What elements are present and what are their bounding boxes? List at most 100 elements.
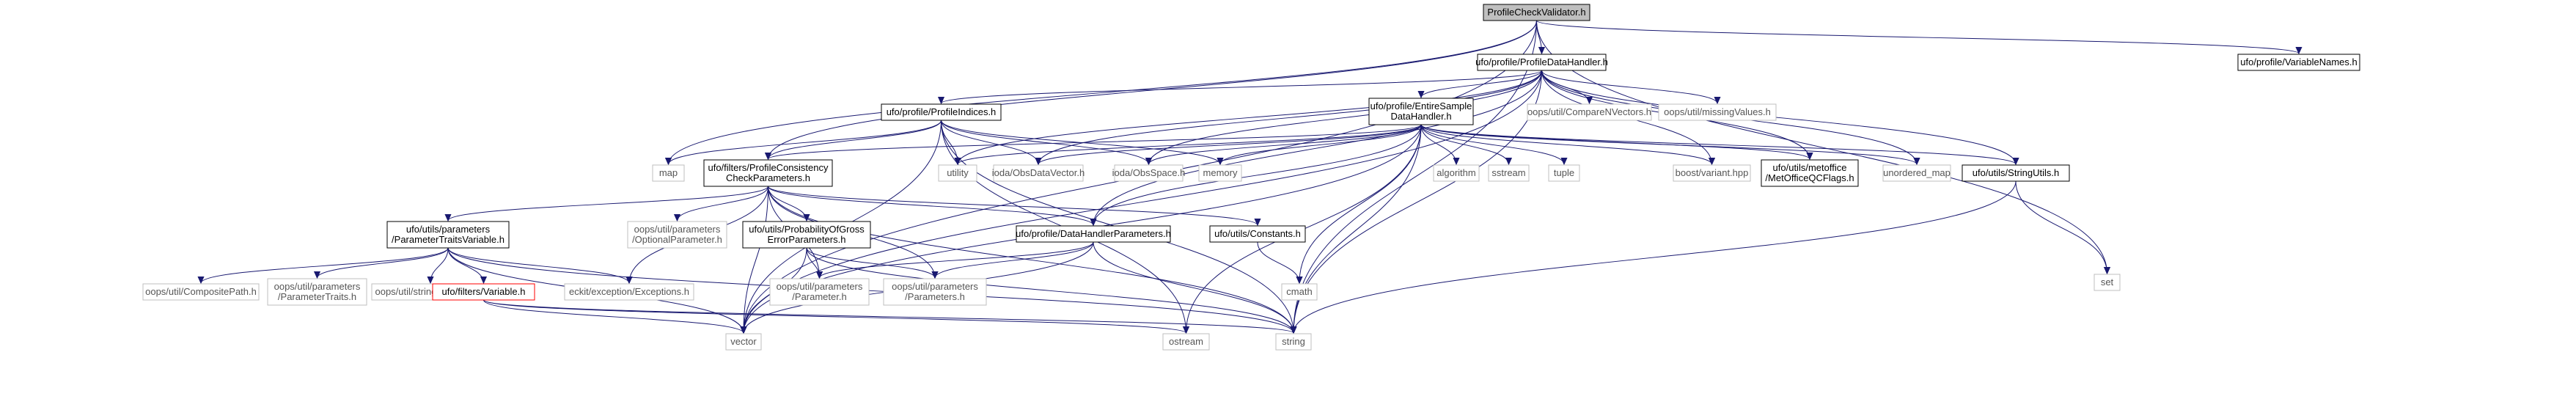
node-box-constants xyxy=(1209,225,1306,243)
edge-esdh-to-obsdatavector xyxy=(1038,124,1422,164)
node-label-root: ProfileCheckValidator.h xyxy=(1487,7,1585,18)
edge-pindices-to-obsspace xyxy=(941,120,1149,164)
node-ptv[interactable]: ufo/utils/parameters/ParameterTraitsVari… xyxy=(386,221,510,249)
node-box-variable xyxy=(432,283,535,301)
node-label-pccp: ufo/filters/ProfileConsistency xyxy=(708,162,829,173)
edge-pdh-to-missingVal xyxy=(1541,70,1718,103)
edge-esdh-to-algorithm xyxy=(1420,124,1456,164)
node-box-esdh xyxy=(1368,98,1474,125)
node-tuple: tuple xyxy=(1548,164,1580,182)
node-label-map: map xyxy=(659,167,678,178)
edge-root-to-set xyxy=(1536,20,2107,274)
node-label-parameters: oops/util/parameters xyxy=(892,281,978,292)
edge-esdh-to-unorderedmap xyxy=(1420,124,1917,164)
edge-pdh-to-stringutils xyxy=(1541,70,2017,164)
node-label-compositepath: oops/util/CompositePath.h xyxy=(145,286,257,297)
node-metoffice[interactable]: ufo/utils/metoffice/MetOfficeQCFlags.h xyxy=(1761,159,1859,187)
edge-variable-to-string xyxy=(483,299,1294,333)
node-string: string xyxy=(1275,333,1312,351)
node-box-pogep xyxy=(742,221,871,249)
node-pdh[interactable]: ufo/profile/ProfileDataHandler.h xyxy=(1475,54,1608,71)
node-box-cmath xyxy=(1281,283,1318,301)
node-box-compositepath xyxy=(142,283,260,301)
edge-ptv-to-paramtraits xyxy=(318,247,449,278)
edge-esdh-to-metoffice xyxy=(1420,124,1810,159)
node-box-pdh xyxy=(1477,54,1607,71)
node-box-varnames xyxy=(2237,54,2360,71)
node-pccp[interactable]: ufo/filters/ProfileConsistencyCheckParam… xyxy=(703,159,833,187)
edge-pccp-to-constants xyxy=(768,186,1258,225)
node-pindices[interactable]: ufo/profile/ProfileIndices.h xyxy=(881,103,1002,121)
edge-esdh-to-sstream xyxy=(1420,124,1509,164)
edge-pdhp-to-string xyxy=(1093,241,1293,333)
node-box-pdhp xyxy=(1016,225,1171,243)
node-box-tuple xyxy=(1548,164,1580,182)
node-box-obsdatavector xyxy=(993,164,1084,182)
node-stringutils[interactable]: ufo/utils/StringUtils.h xyxy=(1962,164,2070,182)
node-label-parameters: /Parameters.h xyxy=(905,291,965,302)
node-box-map xyxy=(652,164,685,182)
node-label-pdhp: ufo/profile/DataHandlerParameters.h xyxy=(1016,228,1171,239)
edge-ptv-to-stringfunctions xyxy=(430,247,449,283)
node-box-utility xyxy=(938,164,977,182)
node-box-parameters xyxy=(883,278,987,306)
node-layer: ProfileCheckValidator.h ufo/profile/Profi… xyxy=(142,4,2360,351)
node-root[interactable]: ProfileCheckValidator.h xyxy=(1483,4,1590,21)
edge-pccp-to-string xyxy=(768,186,1294,333)
edge-esdh-to-cmath xyxy=(1299,124,1422,283)
node-pdhp[interactable]: ufo/profile/DataHandlerParameters.h xyxy=(1016,225,1171,243)
edge-variable-to-ostream xyxy=(483,299,1186,333)
node-box-vector xyxy=(725,333,762,351)
node-box-algorithm xyxy=(1433,164,1480,182)
edge-pogep-to-parameters xyxy=(806,247,935,278)
edge-esdh-to-string xyxy=(1293,124,1422,333)
node-label-set: set xyxy=(2101,277,2114,288)
node-box-paramtraits xyxy=(267,278,367,306)
edge-root-to-pccp xyxy=(768,20,1537,159)
edge-pdhp-to-parameter xyxy=(820,241,1094,278)
node-box-obsspace xyxy=(1114,164,1184,182)
edge-stringutils-to-set xyxy=(2015,180,2107,274)
node-label-parameter: /Parameter.h xyxy=(792,291,846,302)
edge-esdh-to-pccp xyxy=(768,124,1422,159)
edge-pindices-to-utility xyxy=(941,120,958,164)
edge-ptv-to-string xyxy=(447,247,1293,333)
node-label-ostream: ostream xyxy=(1169,336,1203,347)
node-box-boostvariant xyxy=(1673,164,1751,182)
node-pogep[interactable]: ufo/utils/ProbabilityOfGrossErrorParamet… xyxy=(742,221,871,249)
node-box-metoffice xyxy=(1761,159,1859,187)
edge-root-to-pdh xyxy=(1536,20,1542,54)
node-box-stringutils xyxy=(1962,164,2070,182)
node-boostvariant: boost/variant.hpp xyxy=(1673,164,1751,182)
node-label-memory: memory xyxy=(1203,167,1238,178)
node-label-sstream: sstream xyxy=(1491,167,1525,178)
node-optparam: oops/util/parameters/OptionalParameter.h xyxy=(627,221,727,249)
node-label-algorithm: algorithm xyxy=(1436,167,1475,178)
node-paramtraits: oops/util/parameters/ParameterTraits.h xyxy=(267,278,367,306)
node-box-pccp xyxy=(703,159,833,187)
edge-ptv-to-eckitexceptions xyxy=(447,247,629,283)
node-label-variable: ufo/filters/Variable.h xyxy=(442,286,526,297)
node-label-metoffice: ufo/utils/metoffice xyxy=(1773,162,1847,173)
node-sstream: sstream xyxy=(1488,164,1530,182)
edge-esdh-to-memory xyxy=(1220,124,1422,164)
edge-variable-to-vector xyxy=(483,299,744,333)
node-box-ptv xyxy=(386,221,510,249)
edge-pdh-to-pindices xyxy=(942,70,1542,103)
node-label-boostvariant: boost/variant.hpp xyxy=(1676,167,1749,178)
node-varnames[interactable]: ufo/profile/VariableNames.h xyxy=(2237,54,2360,71)
edge-pogep-to-string xyxy=(806,247,1293,333)
edge-pdhp-to-parameters xyxy=(935,241,1094,278)
edge-pdh-to-obsspace xyxy=(1149,70,1542,164)
edge-pdh-to-utility xyxy=(958,70,1542,164)
node-box-compareN xyxy=(1527,103,1652,121)
node-label-optparam: /OptionalParameter.h xyxy=(632,234,722,245)
edge-pccp-to-ptv xyxy=(448,186,768,221)
edge-pindices-to-pccp xyxy=(768,120,942,159)
node-variable[interactable]: ufo/filters/Variable.h xyxy=(432,283,535,301)
node-set: set xyxy=(2094,274,2121,291)
node-unorderedmap: unordered_map xyxy=(1882,164,1951,182)
node-label-utility: utility xyxy=(947,167,969,178)
node-constants[interactable]: ufo/utils/Constants.h xyxy=(1209,225,1306,243)
